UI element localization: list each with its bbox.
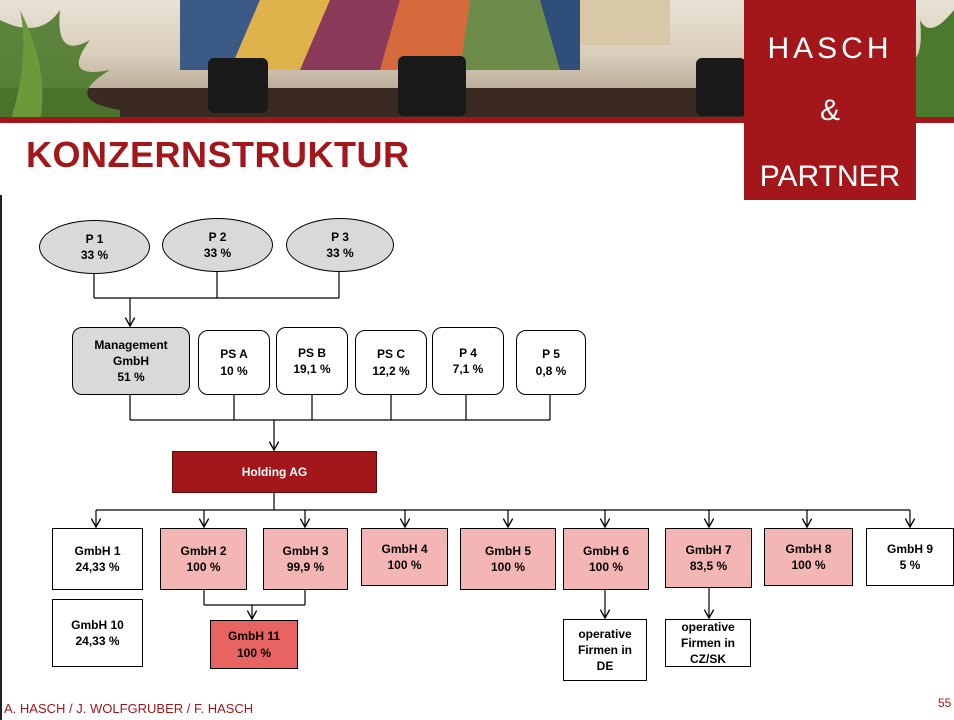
subsidiary-gmbh-10: GmbH 10 24,33 % <box>52 599 143 667</box>
management-gmbh-box: Management GmbH 51 % <box>72 327 190 395</box>
hasch-partner-logo: HASCH & PARTNER <box>744 0 916 200</box>
left-border-line <box>0 195 2 720</box>
partner-ps-b-box: PS B 19,1 % <box>276 327 348 395</box>
shareholder-p3-name: P 3 <box>331 229 349 244</box>
logo-line-1: HASCH <box>767 32 893 65</box>
subsidiary-gmbh-1: GmbH 1 24,33 % <box>52 528 143 590</box>
logo-line-2: & <box>819 94 840 127</box>
shareholder-p2-name: P 2 <box>208 229 227 244</box>
subsidiary-gmbh-6: GmbH 6 100 % <box>563 528 649 590</box>
subsidiary-gmbh-3: GmbH 3 99,9 % <box>263 528 348 590</box>
header-red-rule <box>0 117 954 123</box>
subsidiary-gmbh-8: GmbH 8 100 % <box>764 528 853 586</box>
shareholder-p1: P 1 33 % <box>39 220 150 274</box>
shareholder-p1-pct: 33 % <box>80 248 109 262</box>
partner-p4-box: P 4 7,1 % <box>432 327 504 395</box>
subsidiary-gmbh-5: GmbH 5 100 % <box>460 528 556 590</box>
subsidiary-gmbh-11: GmbH 11 100 % <box>210 620 298 669</box>
subsidiary-gmbh-9: GmbH 9 5 % <box>866 528 954 586</box>
page-number: 55 <box>938 696 952 710</box>
conference-room-photo <box>0 0 954 122</box>
shareholder-p2-pct: 33 % <box>203 246 232 260</box>
shareholder-p2: P 2 33 % <box>162 218 273 272</box>
logo-line-3: PARTNER <box>759 160 901 193</box>
partner-ps-c-box: PS C 12,2 % <box>355 330 427 395</box>
partner-ps-a-box: PS A 10 % <box>198 330 270 395</box>
page-title: KONZERNSTRUKTUR <box>26 134 410 175</box>
operative-firms-de: operative Firmen in DE <box>563 619 647 681</box>
holding-ag-box: Holding AG <box>172 451 377 493</box>
shareholder-p3: P 3 33 % <box>286 218 394 272</box>
subsidiary-gmbh-7: GmbH 7 83,5 % <box>665 528 752 588</box>
partner-p5-box: P 5 0,8 % <box>516 330 586 395</box>
shareholder-p3-pct: 33 % <box>326 246 354 260</box>
shareholder-p1-name: P 1 <box>85 231 104 246</box>
footer-authors: A. HASCH / J. WOLFGRUBER / F. HASCH <box>4 701 254 716</box>
subsidiary-gmbh-2: GmbH 2 100 % <box>160 528 247 590</box>
operative-firms-cz-sk: operative Firmen in CZ/SK <box>665 619 751 667</box>
subsidiary-gmbh-4: GmbH 4 100 % <box>361 528 448 586</box>
